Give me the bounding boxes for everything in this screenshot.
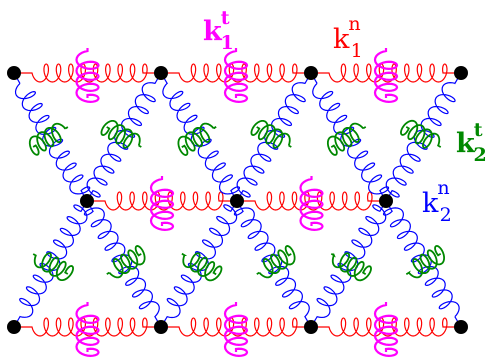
node-C1 <box>7 320 21 334</box>
tangential-spring-diag-2 <box>177 122 217 156</box>
normal-spring-row-3 <box>87 191 237 211</box>
tangential-spring-row-0 <box>75 48 100 103</box>
node-C4 <box>454 320 468 334</box>
label-k1t-sub: 1 <box>221 32 234 54</box>
label-k2n-sub: 2 <box>440 204 452 226</box>
label-k1n: kn 1 <box>333 13 363 62</box>
label-k2n-base: k <box>422 188 439 219</box>
label-k2t-sub: 2 <box>474 144 487 166</box>
tangential-spring-diag-4 <box>326 122 367 156</box>
node-A3 <box>304 66 318 80</box>
label-k1t-sup: t <box>221 7 230 29</box>
tangential-spring-diag-5 <box>400 119 442 149</box>
normal-spring-diag-7 <box>83 200 162 328</box>
tangential-spring-diag-8 <box>181 252 223 282</box>
label-k2t-sup: t <box>474 119 483 141</box>
label-k1t: kt 1 <box>203 7 234 54</box>
normal-spring-row-0 <box>14 63 161 83</box>
normal-spring-diag-2 <box>160 72 241 202</box>
label-k1t-base: k <box>203 16 223 47</box>
normal-spring-row-2 <box>311 63 461 83</box>
normal-spring-diag-9 <box>233 200 312 328</box>
tangential-spring-diag-3 <box>250 119 292 149</box>
normal-spring-row-7 <box>311 317 461 337</box>
label-k1n-sup: n <box>348 13 360 35</box>
tangential-spring-row-2 <box>373 48 399 103</box>
label-k2t: kt 2 <box>456 119 487 166</box>
normal-spring-row-4 <box>237 191 386 211</box>
node-A1 <box>7 66 21 80</box>
normal-spring-row-5 <box>14 317 161 337</box>
normal-spring-diag-10 <box>310 200 387 328</box>
label-k1n-base: k <box>333 24 350 55</box>
normal-spring-row-1 <box>161 63 311 83</box>
normal-spring-diag-3 <box>236 72 312 202</box>
tangential-spring-diag-0 <box>28 122 69 156</box>
node-A4 <box>454 66 468 80</box>
normal-spring-diag-0 <box>13 72 91 202</box>
tangential-spring-diag-9 <box>256 245 296 279</box>
normal-spring-diag-1 <box>86 72 162 202</box>
normal-spring-diag-8 <box>160 200 238 328</box>
normal-spring-diag-6 <box>13 200 88 328</box>
label-k1n-sub: 1 <box>351 40 363 62</box>
tangential-spring-row-6 <box>223 302 249 357</box>
label-k2t-base: k <box>456 128 476 159</box>
tangential-spring-diag-1 <box>100 119 142 149</box>
tangential-spring-row-3 <box>149 176 175 231</box>
tangential-spring-row-1 <box>223 48 249 103</box>
nodes-layer <box>7 66 468 334</box>
label-k2n-sup: n <box>437 177 449 199</box>
node-C2 <box>154 320 168 334</box>
normal-spring-row-6 <box>161 317 311 337</box>
tangential-spring-diag-6 <box>32 252 74 282</box>
tangential-spring-diag-7 <box>106 245 146 279</box>
label-k2n: kn 2 <box>422 177 452 226</box>
tangential-spring-diag-11 <box>405 244 445 279</box>
springs-layer <box>13 48 462 357</box>
normal-spring-diag-5 <box>385 72 462 202</box>
normal-spring-diag-11 <box>382 200 462 328</box>
tangential-spring-row-4 <box>299 176 324 231</box>
node-A2 <box>154 66 168 80</box>
normal-spring-diag-4 <box>310 72 390 202</box>
tangential-spring-diag-10 <box>330 252 372 282</box>
node-C3 <box>304 320 318 334</box>
node-B1 <box>80 194 94 208</box>
tangential-spring-row-5 <box>75 302 100 357</box>
node-B3 <box>379 194 393 208</box>
node-B2 <box>230 194 244 208</box>
tangential-spring-row-7 <box>373 302 399 357</box>
